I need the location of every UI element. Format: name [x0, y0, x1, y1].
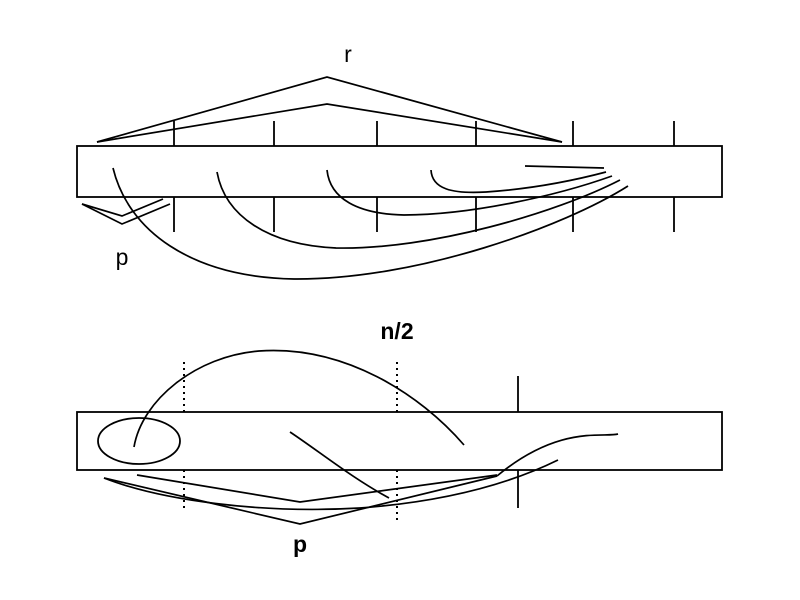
top-arc-2 — [326, 169, 613, 216]
top-arc-4 — [112, 167, 629, 280]
bottom-pivot-label: p — [293, 531, 307, 557]
bottom-half-label: n/2 — [380, 318, 413, 344]
bottom-panel: n/2 p — [76, 318, 723, 557]
top-arc-0 — [524, 165, 605, 169]
bottom-inner-chevron — [136, 474, 498, 503]
top-array-bar — [76, 145, 723, 198]
top-rank-label: r — [344, 41, 352, 67]
bottom-highlight-ellipse — [97, 417, 181, 465]
top-pivot-bracket-outer — [81, 203, 171, 225]
top-arc-1 — [430, 169, 607, 194]
top-outer-chevron — [96, 76, 563, 143]
bottom-array-bar — [76, 411, 723, 471]
top-pivot-bracket-inner — [81, 198, 164, 217]
bottom-arc-long — [133, 349, 465, 448]
bottom-arc-right — [496, 433, 619, 477]
top-panel: r p — [76, 41, 723, 280]
bottom-outer-chevron — [103, 475, 498, 525]
bottom-arc-sweep — [103, 459, 559, 511]
top-pivot-label: p — [116, 244, 129, 270]
top-arc-3 — [216, 171, 621, 249]
